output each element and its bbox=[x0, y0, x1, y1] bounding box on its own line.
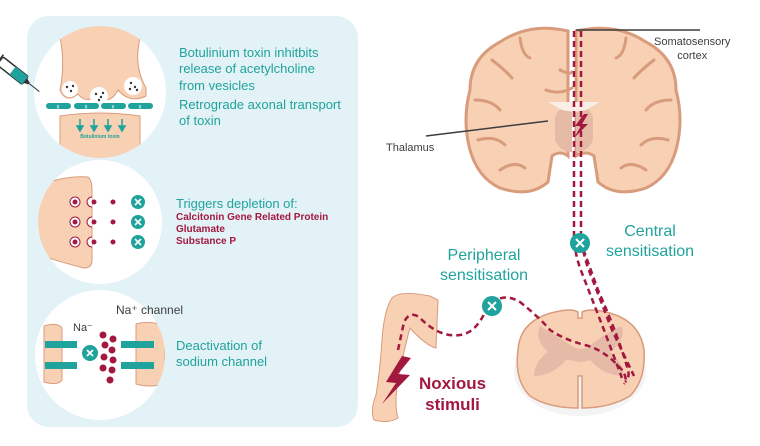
vesicle-icon bbox=[69, 196, 116, 248]
spinal-cord-icon bbox=[514, 309, 646, 416]
syringe-icon bbox=[0, 53, 40, 92]
blocked-x-icon bbox=[570, 233, 590, 253]
step3-line2: sodium channel bbox=[176, 354, 268, 370]
svg-text:x: x bbox=[57, 105, 60, 111]
step1-description: Botulinium toxin inhitbits release of ac… bbox=[179, 45, 318, 94]
receptor-block-icon: x x x x bbox=[46, 103, 153, 111]
thalamus-label: Thalamus bbox=[386, 142, 435, 154]
down-arrow-icon bbox=[75, 119, 127, 133]
svg-text:x: x bbox=[139, 105, 142, 111]
vesicle-icon bbox=[62, 77, 142, 105]
central-sensitisation-label: Central sensitisation bbox=[606, 222, 694, 262]
peripheral-line1: Peripheral bbox=[447, 247, 521, 264]
thalamus-leader-line bbox=[425, 120, 549, 137]
sodium-channel-illustration bbox=[35, 290, 165, 420]
botulinium-toxin-label: Botulinium toxin bbox=[80, 134, 120, 140]
peripheral-line2: sensitisation bbox=[440, 267, 529, 284]
peripheral-sensitisation-label: Peripheral sensitisation bbox=[440, 246, 528, 286]
ion-dot-icon bbox=[99, 331, 117, 384]
na-ion-label: Na⁻ bbox=[73, 322, 93, 334]
blocked-x-icon bbox=[131, 195, 145, 249]
depletion-item: Calcitonin Gene Related Protein bbox=[176, 212, 329, 223]
step3-line1: Deactivation of bbox=[176, 338, 262, 353]
svg-text:x: x bbox=[85, 105, 88, 111]
cortex-label-line2: cortex bbox=[677, 49, 708, 62]
na-channel-label: Na⁺ channel bbox=[116, 303, 184, 317]
central-line2: sensitisation bbox=[606, 243, 695, 260]
somatosensory-cortex-label: Somatosensory cortex bbox=[654, 36, 730, 64]
blocked-x-icon bbox=[482, 296, 502, 316]
leg-icon bbox=[371, 292, 439, 423]
step2-heading: Triggers depletion of: bbox=[176, 196, 298, 211]
step1-line2: release of acetylcholine bbox=[179, 61, 315, 77]
depletion-item: Glutamate bbox=[176, 223, 225, 235]
noxious-line1: Noxious bbox=[419, 374, 487, 393]
step1-transport: Retrograde axonal transport of toxin bbox=[179, 97, 341, 130]
neurotransmitter-depletion-illustration bbox=[38, 160, 162, 284]
depletion-item: Substance P bbox=[176, 235, 237, 247]
noxious-line2: stimuli bbox=[425, 394, 480, 414]
synapse-illustration: x x x x bbox=[0, 26, 166, 158]
cortex-label-line1: Somatosensory bbox=[654, 36, 731, 48]
blocked-x-icon bbox=[82, 345, 98, 361]
step1-line4: Retrograde axonal transport bbox=[179, 97, 341, 112]
step3-description: Deactivation of sodium channel bbox=[176, 338, 267, 371]
brain-icon bbox=[464, 26, 682, 194]
sodium-channel-icon bbox=[45, 341, 154, 369]
step1-line3: from vesicles bbox=[179, 77, 255, 93]
depletion-list: Calcitonin Gene Related Protein Glutamat… bbox=[176, 212, 328, 247]
step1-line5: of toxin bbox=[179, 113, 221, 129]
step1-line1: Botulinium toxin inhitbits bbox=[179, 45, 319, 60]
central-line1: Central bbox=[624, 223, 676, 240]
lightning-icon bbox=[382, 356, 411, 404]
svg-text:x: x bbox=[112, 105, 115, 111]
noxious-stimuli-label: Noxious stimuli bbox=[419, 374, 486, 415]
